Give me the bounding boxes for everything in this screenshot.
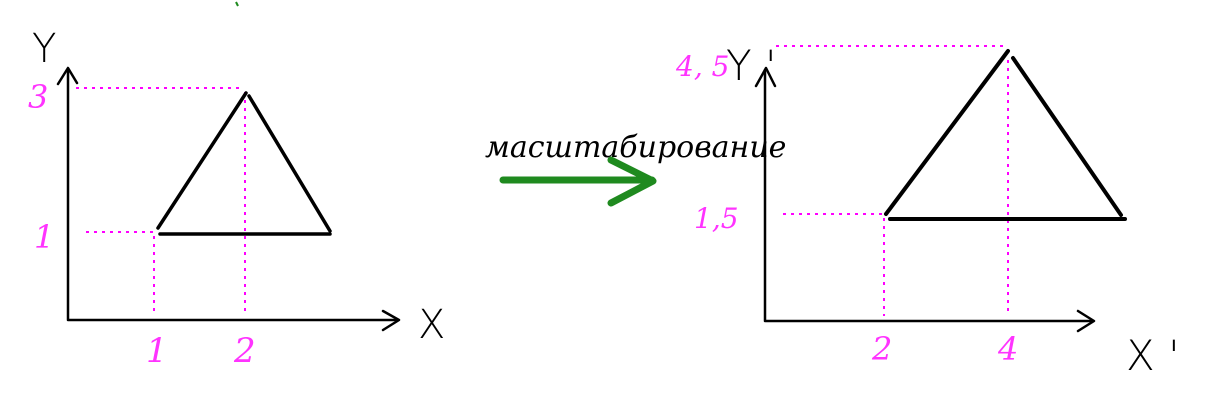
- right-x-tick-2: 2: [871, 330, 892, 368]
- transform-label: масштабирование: [485, 130, 786, 165]
- left-y-arrowhead: [56, 66, 79, 86]
- arrow-head: [607, 156, 657, 207]
- left-axes: [66, 68, 400, 322]
- left-x-tick-2: 2: [233, 331, 256, 371]
- left-y-tick-1: 1: [34, 218, 54, 256]
- left-x-tick-1: 1: [146, 331, 168, 371]
- left-x-arrowhead: [381, 309, 401, 332]
- right-x-tick-4: 4: [997, 330, 1018, 368]
- left-plot: X Y 1 2 3 1: [28, 26, 445, 371]
- left-y-axis-label: Y: [32, 26, 56, 72]
- right-y-axis-label: Y ': [726, 41, 777, 90]
- left-y-tick-3: 3: [28, 78, 48, 116]
- right-guides: [776, 45, 1009, 316]
- left-guides: [76, 87, 246, 312]
- right-axes: [763, 68, 1094, 323]
- left-x-axis-label: X: [418, 302, 445, 348]
- stray-mark: [235, 1, 239, 7]
- right-x-axis-label: X ': [1126, 331, 1180, 380]
- right-y-tick-45: 4, 5: [675, 50, 729, 83]
- left-triangle: [156, 91, 332, 236]
- right-y-tick-15: 1,5: [694, 202, 739, 235]
- transform-arrow: масштабирование: [485, 130, 786, 207]
- right-plot: X ' Y ' 2 4 4, 5 1,5: [675, 41, 1180, 380]
- right-triangle: [884, 49, 1127, 221]
- right-y-arrowhead: [754, 66, 777, 88]
- right-x-arrowhead: [1076, 309, 1096, 333]
